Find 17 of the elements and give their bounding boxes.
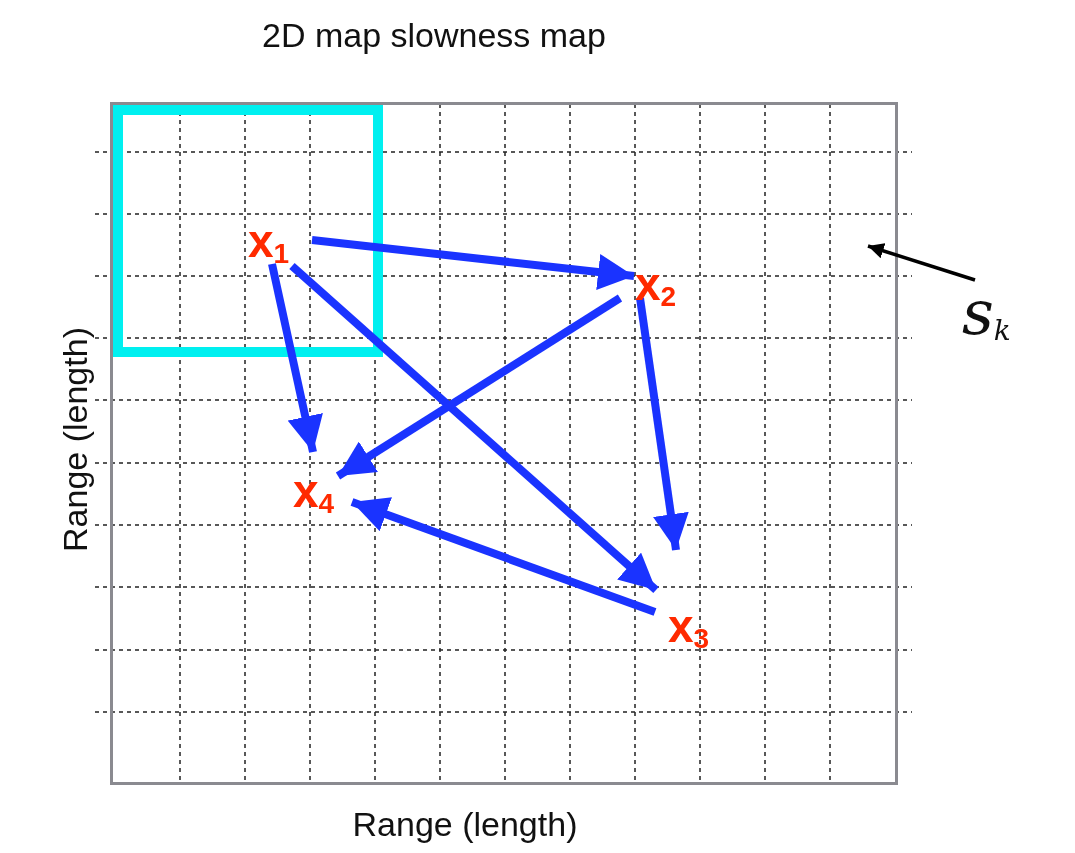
arrow (311, 236, 635, 290)
arrow (636, 297, 689, 551)
arrow (268, 263, 323, 453)
axis-label: Range (length) (351, 805, 579, 844)
arrow (289, 263, 659, 593)
point-label: x$_{1}$ (248, 218, 290, 268)
arrow (335, 294, 623, 480)
leader-arrow (867, 243, 976, 282)
arrow (350, 497, 657, 616)
map-frame (110, 102, 898, 785)
window-square (113, 105, 383, 357)
chart-title: 2D map slowness map (262, 16, 606, 55)
point-label: x$_{4}$ (293, 468, 335, 518)
point-label: x$_{2}$ (635, 261, 677, 311)
point-label: x$_{3}$ (668, 603, 710, 653)
math-symbol: s$_{k}$ (962, 282, 1011, 345)
axis-label: Range (length) (55, 326, 95, 554)
